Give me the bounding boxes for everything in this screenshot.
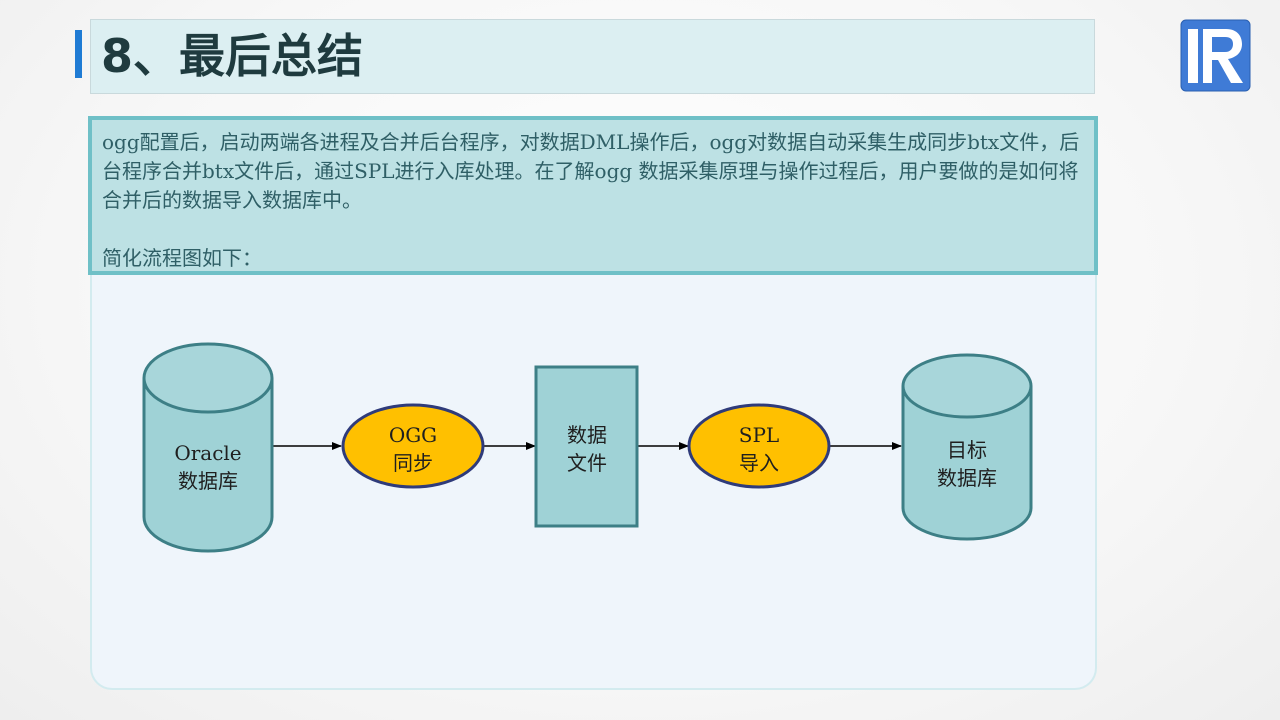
target-node-line1: 目标 <box>947 438 987 462</box>
ogg-node-line2: 同步 <box>393 451 433 475</box>
flow-caption: 简化流程图如下： <box>102 246 262 270</box>
target-node-line2: 数据库 <box>937 466 997 490</box>
target-database-node: 目标 数据库 <box>901 353 1033 541</box>
oracle-node-line2: 数据库 <box>178 469 238 493</box>
title-box: 8、最后总结 <box>90 19 1095 94</box>
oracle-database-node: Oracle 数据库 <box>142 342 274 553</box>
page-title: 8、最后总结 <box>101 29 364 83</box>
data-file-node: 数据 文件 <box>534 365 639 528</box>
ogg-node-line1: OGG <box>389 423 437 447</box>
file-node-line1: 数据 <box>567 423 607 447</box>
description-text: ogg配置后，启动两端各进程及合并后台程序，对数据DML操作后，ogg对数据自动… <box>102 130 1080 212</box>
description-box: ogg配置后，启动两端各进程及合并后台程序，对数据DML操作后，ogg对数据自动… <box>88 116 1098 275</box>
spl-node-line1: SPL <box>739 423 779 447</box>
spl-node-line2: 导入 <box>739 451 779 475</box>
oracle-node-line1: Oracle <box>174 441 241 465</box>
spl-import-node: SPL 导入 <box>687 403 831 489</box>
ogg-sync-node: OGG 同步 <box>341 403 485 489</box>
file-node-line2: 文件 <box>567 451 607 475</box>
r-logo-icon <box>1180 19 1251 92</box>
title-accent-bar <box>75 30 82 78</box>
